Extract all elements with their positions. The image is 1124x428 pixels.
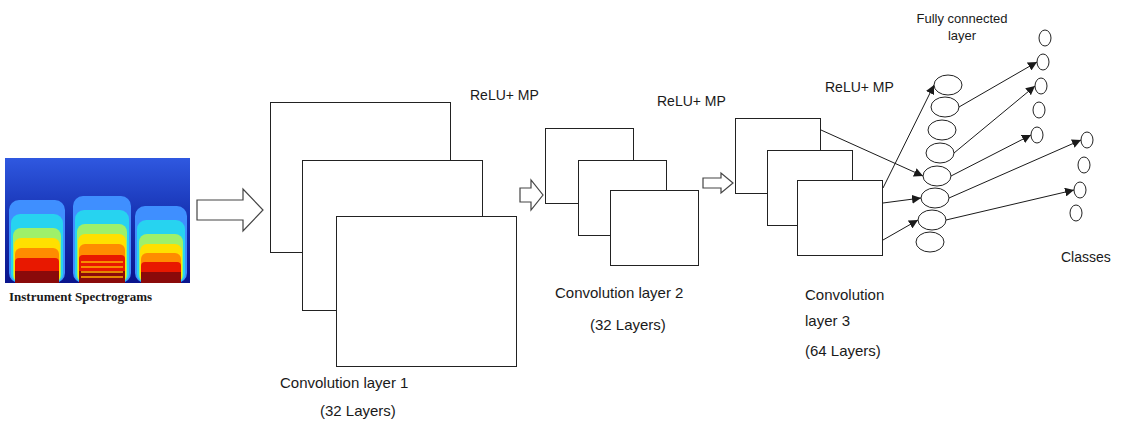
neuron xyxy=(926,143,954,163)
neuron xyxy=(1031,127,1043,143)
node-shape xyxy=(1025,28,1120,228)
node-shape xyxy=(5,158,190,283)
conv-layer: Convolution layer 3 (64 Layers) xyxy=(735,118,907,360)
label-holder: ReLU+ MP xyxy=(657,92,726,110)
connector xyxy=(946,62,1081,220)
output-classes: Classes xyxy=(1025,28,1122,266)
label-holder: ReLU+ MP xyxy=(825,78,894,96)
neuron xyxy=(916,232,944,252)
neuron xyxy=(1078,157,1090,173)
neuron xyxy=(1037,54,1049,70)
neuron xyxy=(934,75,962,95)
fully-connected-layer: Fully connected layer xyxy=(910,10,1016,255)
block-arrow xyxy=(197,189,263,231)
connection-line xyxy=(883,198,921,203)
node-label: (64 Layers) xyxy=(805,342,907,360)
feature-map xyxy=(611,191,699,266)
neuron xyxy=(1039,30,1051,46)
node-shape xyxy=(270,102,518,368)
neuron xyxy=(1081,132,1093,148)
conv-layer: Convolution layer 2 (32 Layers) xyxy=(545,128,719,334)
node-label: Convolution layer 2 xyxy=(555,284,719,302)
connection-line xyxy=(946,190,1074,220)
connection-line xyxy=(959,62,1037,107)
neuron xyxy=(923,166,951,186)
neuron xyxy=(921,188,949,208)
block-arrow xyxy=(703,173,733,193)
connector xyxy=(703,173,733,193)
connection-line xyxy=(954,86,1035,153)
feature-map xyxy=(798,181,883,256)
neuron xyxy=(928,120,956,140)
node-label: Fully connected layer xyxy=(910,10,1014,44)
connection-line xyxy=(949,140,1081,198)
label-holder: ReLU+ MP xyxy=(470,86,539,104)
connection-line xyxy=(951,135,1031,176)
activation-label: ReLU+ MP xyxy=(470,86,539,104)
node-shape xyxy=(735,118,885,258)
conv-layer: Convolution layer 1 (32 Layers) xyxy=(270,102,522,420)
connection-line xyxy=(883,220,918,240)
activation-label: ReLU+ MP xyxy=(657,92,726,110)
connector xyxy=(520,180,543,210)
node-shape xyxy=(910,50,1014,255)
neuron xyxy=(1070,205,1082,221)
node-label: Convolution layer 3 xyxy=(805,282,905,334)
connector xyxy=(197,189,263,231)
spectrogram-image xyxy=(5,158,190,283)
neuron xyxy=(918,210,946,230)
input-spectrogram: Instrument Spectrograms xyxy=(5,158,199,306)
node-label: Convolution layer 1 xyxy=(280,374,522,392)
node-label: Instrument Spectrograms xyxy=(9,288,199,306)
neuron xyxy=(1033,102,1045,118)
block-arrow xyxy=(520,180,543,210)
node-label: (32 Layers) xyxy=(590,316,719,334)
neuron xyxy=(1035,78,1047,94)
feature-map xyxy=(337,217,517,367)
neuron xyxy=(1074,182,1086,198)
node-label: Classes xyxy=(1061,248,1122,266)
node-label: (32 Layers) xyxy=(320,402,522,420)
activation-label: ReLU+ MP xyxy=(825,78,894,96)
neuron xyxy=(931,97,959,117)
node-shape xyxy=(545,128,701,268)
